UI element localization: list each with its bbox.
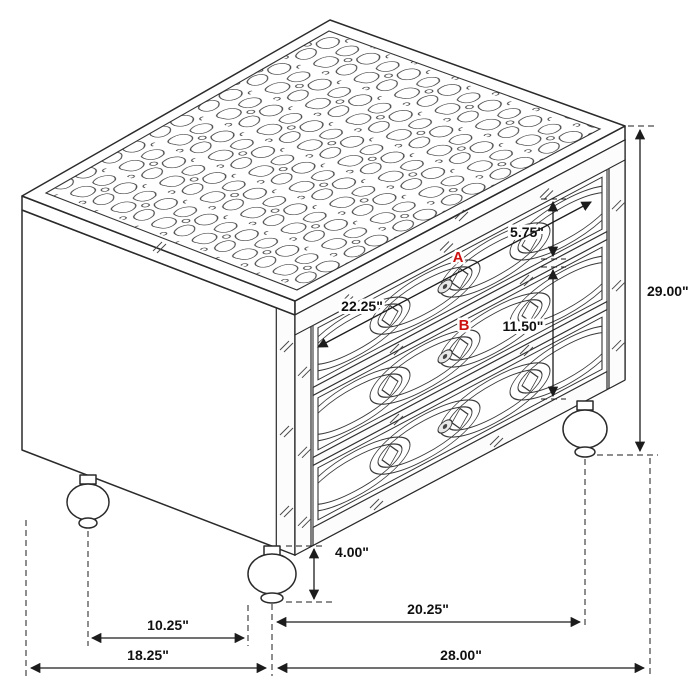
right-trim-stile [608,159,626,390]
nightstand-top [21,19,626,302]
nightstand-body [21,19,626,604]
marker-a-label: A [453,249,464,266]
dim-overall-width-label: 28.00" [440,647,482,663]
foot-rear-left [66,474,110,529]
foot-front-right [562,400,608,458]
dim-drawer-width-label: 22.25" [341,298,383,314]
dim-foot-height-label: 4.00" [335,544,369,560]
left-trim-stile [294,325,312,556]
dimension-overall-width: 28.00" [276,458,651,674]
dim-lower-drawer-label: 11.50" [503,318,544,334]
dim-overall-depth-label: 18.25" [127,647,169,663]
foot-front-left [247,545,297,604]
drawer-knob-center [442,423,448,429]
dimension-overall-height: 29.00" [597,125,692,456]
dim-top-drawer-label: 5.75" [510,224,544,240]
dim-overall-height-label: 29.00" [647,283,689,299]
dimension-foot-spacing-depth: 10.25" [87,531,249,646]
dim-foot-spacing-depth-label: 10.25" [147,617,189,633]
marker-b-label: B [459,317,470,334]
dim-foot-spacing-width-label: 20.25" [407,601,449,617]
dimension-overall-depth: 18.25" [25,520,268,676]
croc-texture [46,31,600,290]
dimension-drawer-front-width: 22.25" [317,201,592,348]
drawer-knob-center [442,353,448,359]
dimension-foot-height: 4.00" [286,541,372,603]
drawer-bottom [312,308,608,529]
dimension-foot-spacing-width: 20.25" [271,459,586,676]
